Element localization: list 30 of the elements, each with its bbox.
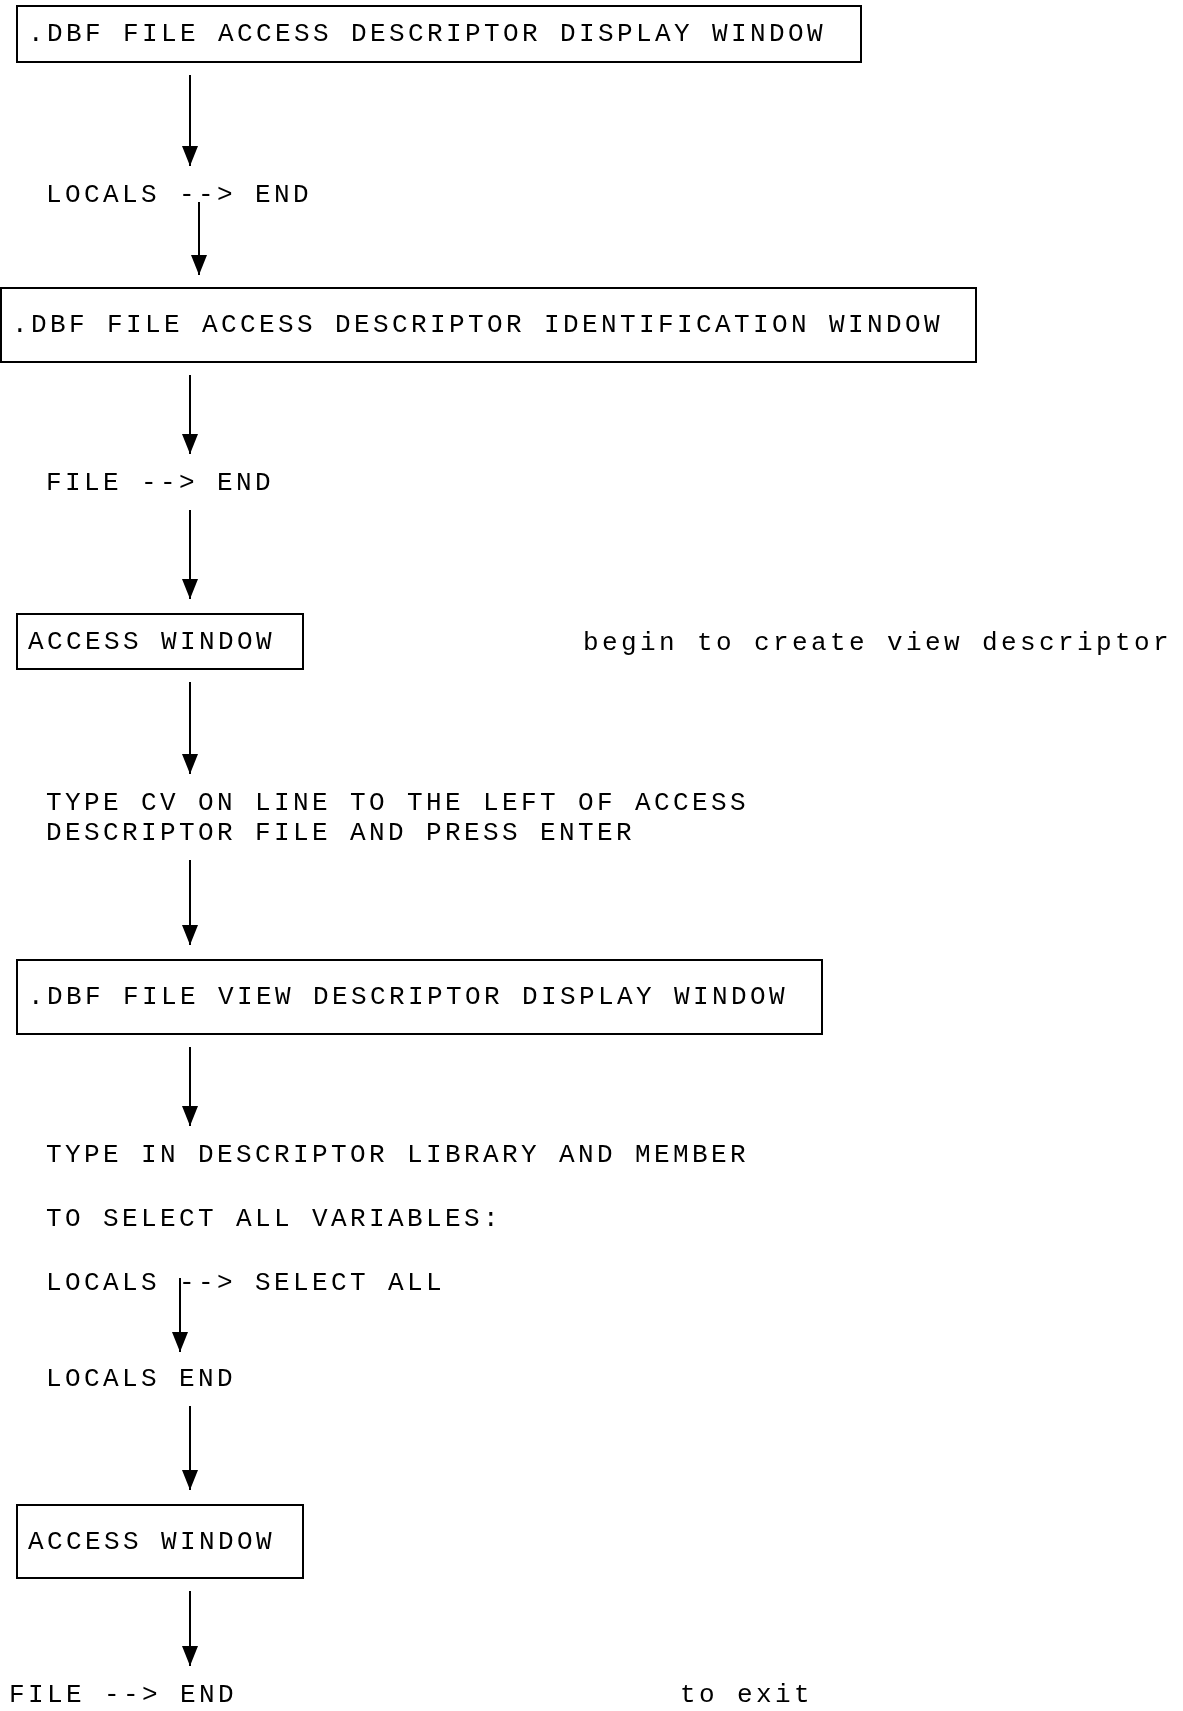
instruction-text: FILE --> END <box>9 1680 238 1710</box>
instruction-text: LOCALS --> END <box>46 180 313 210</box>
arrow <box>191 201 207 276</box>
instruction-text: LOCALS --> SELECT ALL <box>46 1268 447 1298</box>
instruction-text: TO SELECT ALL VARIABLES: <box>46 1204 504 1234</box>
window-title: .DBF FILE ACCESS DESCRIPTOR DISPLAY WINDOW <box>28 19 828 49</box>
window-title: .DBF FILE ACCESS DESCRIPTOR IDENTIFICATION WINDOW <box>12 310 945 340</box>
window-title: ACCESS WINDOW <box>28 1526 277 1557</box>
arrow <box>182 681 198 775</box>
arrow <box>172 1277 188 1353</box>
instruction-text: TYPE CV ON LINE TO THE LEFT OF ACCESS DESCRIPTOR FILE AND PRESS ENTER <box>46 788 766 848</box>
instruction-text: FILE --> END <box>46 468 275 498</box>
arrow <box>182 509 198 600</box>
window-box <box>16 1504 304 1579</box>
instruction-text: LOCALS END <box>46 1364 237 1394</box>
window-title: ACCESS WINDOW <box>28 626 277 657</box>
arrow <box>182 374 198 455</box>
window-box <box>16 5 862 63</box>
note-text: to exit <box>680 1680 814 1710</box>
instruction-text: TYPE IN DESCRIPTOR LIBRARY AND MEMBER <box>46 1140 750 1170</box>
arrow <box>182 1046 198 1127</box>
note-text: begin to create view descriptor <box>583 628 1173 658</box>
arrow <box>182 859 198 946</box>
window-title: .DBF FILE VIEW DESCRIPTOR DISPLAY WINDOW <box>28 982 790 1012</box>
arrow <box>182 74 198 167</box>
arrow <box>182 1590 198 1667</box>
window-box <box>16 959 823 1035</box>
window-box <box>0 287 977 363</box>
window-box <box>16 613 304 670</box>
arrow <box>182 1405 198 1491</box>
